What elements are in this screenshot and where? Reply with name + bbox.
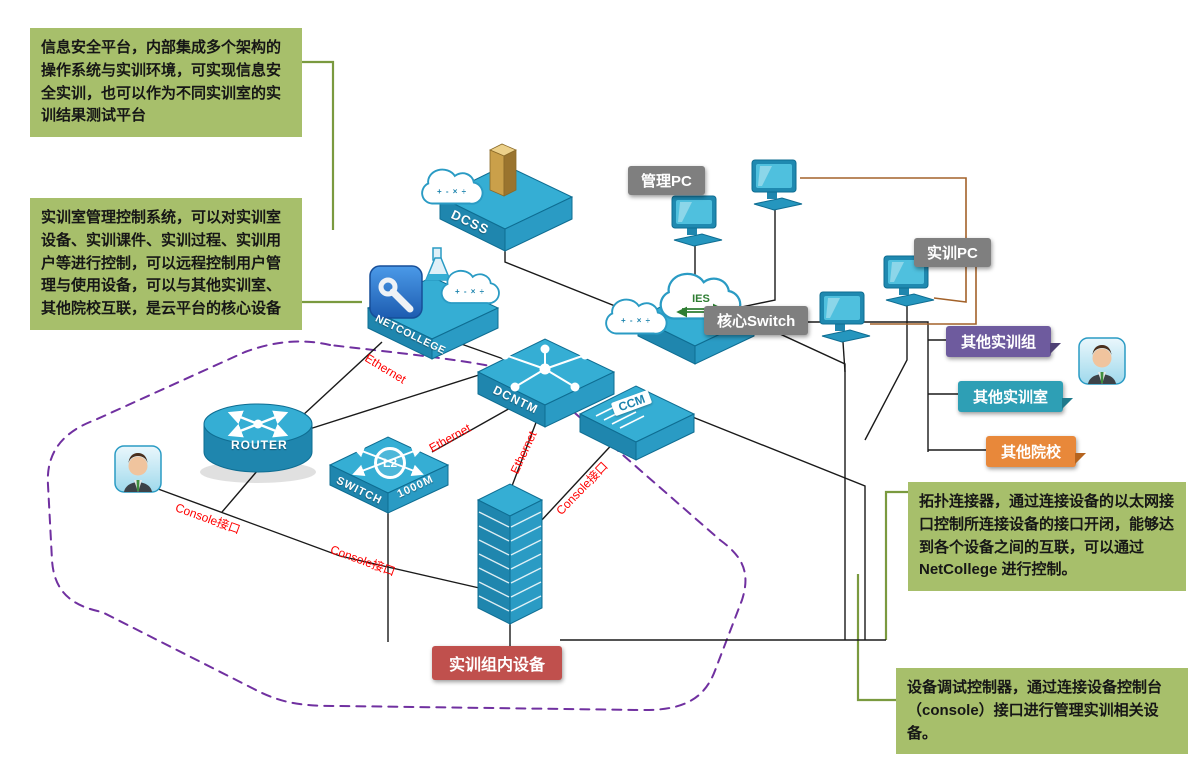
user-avatar-icon — [114, 445, 162, 493]
flask-icon — [424, 247, 452, 281]
firewall-device — [476, 483, 544, 625]
training-pc-badge: 实训PC — [914, 238, 991, 267]
group-devices-badge: 实训组内设备 — [432, 646, 563, 680]
other-college-flag: 其他院校 — [986, 436, 1077, 467]
router-label: ROUTER — [231, 438, 288, 452]
callout-connector-lines — [302, 60, 908, 702]
hub-star-icon — [500, 344, 590, 392]
router-device — [200, 403, 316, 483]
cloud-ops-text: + - × ÷ — [620, 316, 652, 325]
building-icon — [489, 143, 517, 197]
callout-management: 实训室管理控制系统，可以对实训室设备、实训课件、实训过程、实训用户等进行控制，可… — [30, 198, 302, 330]
dcntm-device — [476, 338, 616, 428]
mgmt-pc-badge: 管理PC — [628, 166, 705, 195]
dcss-device — [421, 143, 574, 252]
connection-lines — [149, 210, 986, 646]
callout-console: 设备调试控制器，通过连接设备控制台（console）接口进行管理实训相关设备。 — [896, 668, 1188, 755]
cloud-ops-text: + - × ÷ — [436, 187, 468, 196]
callout-platform: 信息安全平台，内部集成多个架构的操作系统与实训环境，可实现信息安全实训，也可以作… — [30, 28, 302, 138]
pc-icon — [751, 159, 803, 211]
callout-topology: 拓扑连接器，通过连接设备的以太网接口控制所连接设备的接口开闭，能够达到各个设备之… — [908, 482, 1186, 592]
ccm-device — [578, 385, 696, 461]
other-group-flag: 其他实训组 — [946, 326, 1052, 357]
core-switch-badge: 核心Switch — [704, 306, 809, 335]
cloud-ops-text: + - × ÷ — [454, 287, 486, 296]
l2-badge: L2 — [374, 447, 406, 479]
pc-icon — [671, 195, 723, 247]
pc-icon — [819, 291, 871, 343]
user-avatar-icon — [1078, 337, 1126, 385]
netcollege-device — [366, 247, 500, 360]
other-lab-flag: 其他实训室 — [958, 381, 1064, 412]
wrench-icon — [369, 265, 423, 319]
ies-label: IES — [692, 293, 710, 305]
